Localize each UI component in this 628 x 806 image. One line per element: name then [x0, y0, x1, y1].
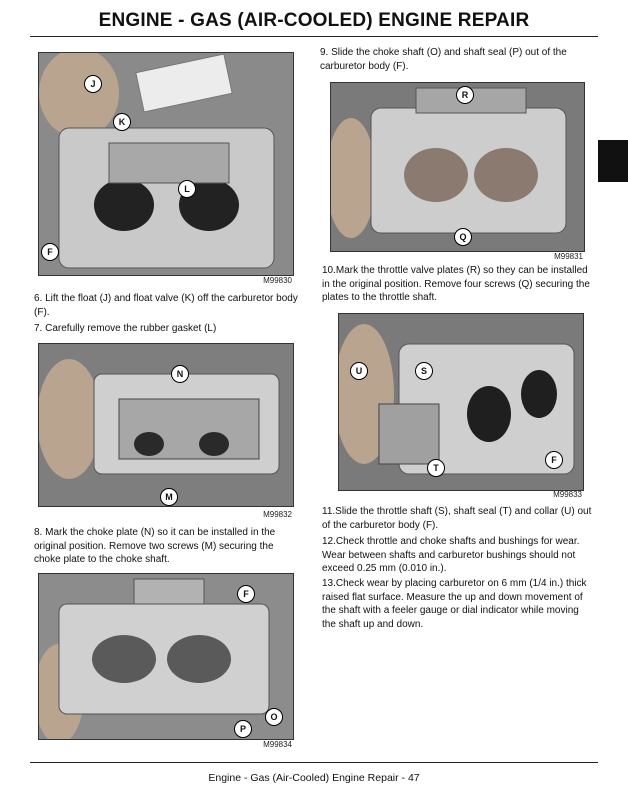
step-10: 10.Mark the throttle valve plates (R) so…	[322, 265, 590, 303]
figure-id: M99832	[263, 510, 292, 519]
step-13: 13.Check wear by placing carburetor on 6…	[322, 578, 587, 630]
figure-m99830-photo	[38, 52, 294, 276]
figure-id: M99831	[554, 252, 583, 261]
callout-m: M	[160, 488, 178, 506]
figure-id: M99833	[553, 490, 582, 499]
callout-r: R	[456, 86, 474, 104]
figure-id: M99830	[263, 276, 292, 285]
callout-s: S	[415, 362, 433, 380]
step-6: 6. Lift the float (J) and float valve (K…	[34, 293, 298, 318]
page-footer: Engine - Gas (Air-Cooled) Engine Repair …	[208, 772, 420, 784]
callout-f: F	[237, 585, 255, 603]
step-12: 12.Check throttle and choke shafts and b…	[322, 536, 580, 574]
figure-m99832-photo	[38, 343, 294, 507]
step-11: 11.Slide the throttle shaft (S), shaft s…	[322, 506, 592, 531]
callout-k: K	[113, 113, 131, 131]
step-8: 8. Mark the choke plate (N) so it can be…	[34, 527, 276, 565]
callout-j: J	[84, 75, 102, 93]
header-rule	[30, 36, 598, 37]
callout-p: P	[234, 720, 252, 738]
figure-id: M99834	[263, 740, 292, 749]
callout-q: Q	[454, 228, 472, 246]
figure-m99833-photo	[338, 313, 584, 491]
callout-f: F	[545, 451, 563, 469]
page-title: ENGINE - GAS (AIR-COOLED) ENGINE REPAIR	[98, 10, 530, 31]
step-7: 7. Carefully remove the rubber gasket (L…	[34, 323, 217, 334]
callout-u: U	[350, 362, 368, 380]
callout-l: L	[178, 180, 196, 198]
figure-m99834-photo	[38, 573, 294, 740]
callout-t: T	[427, 459, 445, 477]
figure-m99831-photo	[330, 82, 585, 252]
callout-f: F	[41, 243, 59, 261]
callout-n: N	[171, 365, 189, 383]
step-9: 9. Slide the choke shaft (O) and shaft s…	[320, 47, 567, 72]
callout-o: O	[265, 708, 283, 726]
section-tab	[598, 140, 628, 182]
footer-rule	[30, 762, 598, 763]
